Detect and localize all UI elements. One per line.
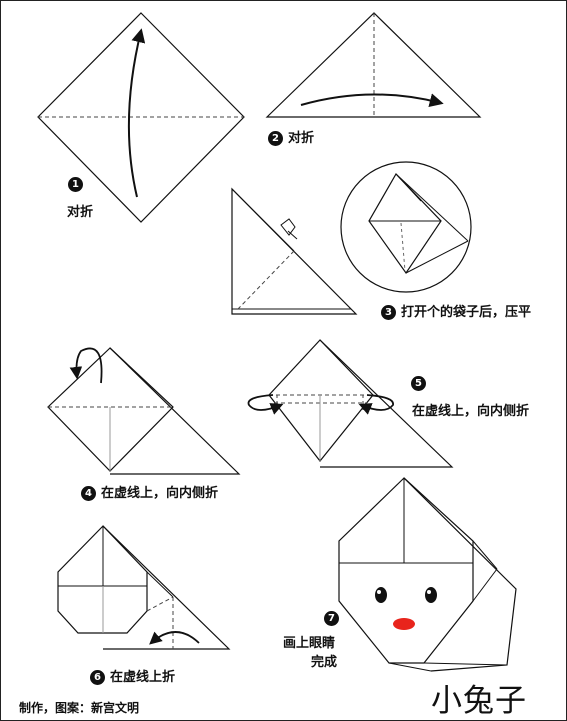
step7-badge: 7	[324, 611, 339, 626]
step2-text: 对折	[288, 131, 315, 146]
step3-text: 打开个的袋子后，压平	[401, 305, 532, 320]
step5-number-label: 5	[411, 376, 431, 391]
step6-label: 6 在虚线上折	[90, 666, 175, 685]
step3-detail-circle	[340, 161, 472, 293]
step3-label: 3 打开个的袋子后，压平	[381, 301, 531, 320]
step7-number-label: 7	[324, 611, 344, 626]
step2-badge: 2	[268, 131, 283, 146]
step3-badge: 3	[381, 305, 396, 320]
step4-badge: 4	[81, 486, 96, 501]
step5-text: 在虚线上，向内侧折	[412, 404, 530, 419]
rabbit-right-eye-icon	[425, 587, 437, 603]
diagram-title: 小兔子	[431, 683, 527, 719]
step4-text: 在虚线上，向内侧折	[101, 486, 219, 501]
step7-text-line1: 画上眼睛	[283, 636, 336, 651]
step5-figure	[247, 339, 454, 468]
step1-figure	[37, 12, 245, 223]
step6-figure	[57, 525, 231, 650]
step5-badge: 5	[411, 376, 426, 391]
credit-text: 制作，图案：新宫文明	[19, 701, 140, 715]
rabbit-nose-icon	[393, 618, 415, 630]
step4-label: 4 在虚线上，向内侧折	[81, 482, 218, 501]
step2-label: 2 对折	[268, 127, 314, 146]
step1-number-label: 1	[68, 177, 88, 192]
step4-figure	[47, 347, 241, 475]
step1-badge: 1	[68, 177, 83, 192]
step7-figure	[338, 477, 517, 672]
rabbit-left-eye-icon	[375, 587, 387, 603]
step1-text: 对折	[67, 205, 94, 220]
step6-text: 在虚线上折	[110, 670, 176, 685]
step7-text-line2: 完成	[311, 655, 338, 670]
step6-badge: 6	[90, 670, 105, 685]
step3-figure	[231, 187, 358, 315]
step2-figure	[265, 12, 482, 118]
